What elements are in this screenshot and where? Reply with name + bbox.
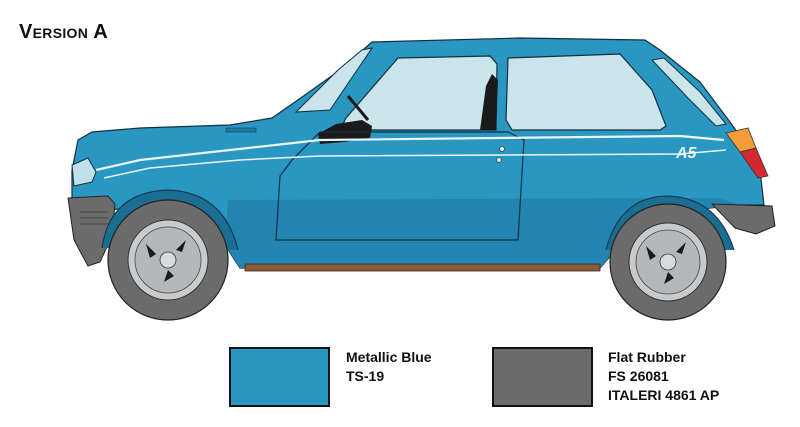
rear-side-window	[505, 53, 667, 131]
seat-silhouette	[480, 74, 498, 130]
swatch-name: Metallic Blue	[346, 349, 432, 365]
rear-light-red	[739, 147, 769, 179]
rocker-strip	[244, 263, 601, 272]
front-bumper	[67, 195, 116, 267]
swatch-code: TS-19	[346, 368, 385, 384]
rear-quarter-window	[650, 57, 727, 127]
windshield	[294, 47, 374, 113]
front-lamp	[71, 157, 97, 187]
door-outline	[275, 131, 525, 241]
swatch-code-alt: ITALERI 4861 AP	[608, 387, 720, 403]
rear-wheel	[609, 203, 727, 321]
swatch-flat-rubber	[492, 347, 593, 407]
swatch-label-metallic-blue: Metallic Blue TS-19	[346, 348, 432, 386]
swatch-code: FS 26081	[608, 368, 669, 384]
car-side-illustration: A5	[67, 37, 776, 321]
body-stripe	[95, 134, 725, 172]
model-badge: A5	[675, 145, 698, 162]
version-title: Version A	[19, 21, 108, 43]
rear-bumper	[710, 203, 776, 235]
swatch-name: Flat Rubber	[608, 349, 686, 365]
swatch-metallic-blue	[229, 347, 330, 407]
swatch-label-flat-rubber: Flat Rubber FS 26081 ITALERI 4861 AP	[608, 348, 719, 405]
front-wheel	[107, 199, 229, 321]
